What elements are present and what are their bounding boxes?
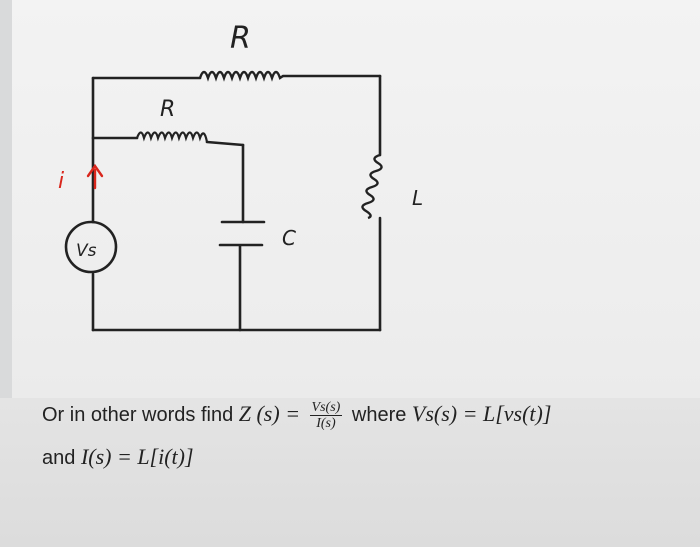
capacitor-label: C	[282, 226, 296, 250]
line1-mid: where	[346, 403, 412, 426]
resistor-top	[198, 70, 284, 82]
fraction-numerator: Vs(s)	[309, 400, 343, 416]
vs-expression: Vs(s) = L[vs(t)]	[411, 400, 552, 426]
z-expression: Z (s) =	[238, 400, 306, 426]
current-label: i	[58, 169, 64, 194]
line2-prefix: and	[42, 447, 81, 469]
impedance-fraction: Vs(s)I(s)	[309, 400, 343, 431]
fraction-denominator: I(s)	[316, 416, 336, 431]
current-arrow-icon	[86, 163, 104, 190]
equation-line-2: and I(s) = L[i(t)]	[42, 444, 194, 470]
resistor-top-label: R	[230, 21, 251, 56]
circuit-wires	[91, 74, 382, 332]
capacitor	[218, 220, 266, 247]
line1-prefix: Or in other words find	[42, 403, 239, 426]
equation-line-1: Or in other words find Z (s) = Vs(s)I(s)…	[42, 400, 551, 431]
inductor-coil	[361, 153, 383, 220]
i-expression: I(s) = L[i(t)]	[80, 444, 194, 469]
source-label: Vs	[76, 241, 97, 261]
text-region-background	[0, 398, 700, 547]
resistor-inner-label: R	[160, 97, 175, 122]
voltage-source	[64, 220, 118, 274]
resistor-inner	[135, 131, 209, 143]
inductor-label: L	[412, 186, 423, 210]
